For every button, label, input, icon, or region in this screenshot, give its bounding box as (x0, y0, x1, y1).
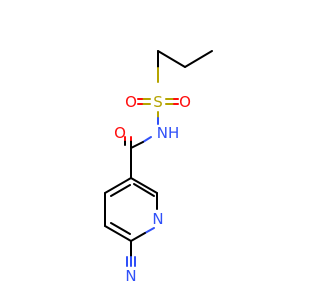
atom-n-pyridine: N (152, 210, 163, 228)
bond-c1-c2 (184, 50, 213, 68)
ring-c4-c3-inner (110, 184, 131, 197)
bond-n-camide-blue (142, 136, 152, 143)
atom-sulfur: S (153, 93, 163, 111)
bond-n-camide (130, 141, 144, 149)
ring-c3-c2 (130, 177, 158, 194)
molecule-diagram: O S O NH O N N (104, 50, 213, 285)
atom-n-nitrile: N (125, 267, 136, 285)
ring-c6-c5-inner (110, 222, 131, 235)
ring-c3-c2-inner (133, 183, 155, 197)
ring-c4-c3 (104, 177, 132, 194)
atom-amide-nh: NH (157, 124, 180, 142)
atom-o-sulfonyl-right: O (179, 93, 191, 111)
atom-o-carbonyl: O (114, 124, 126, 142)
ring-c6-c5 (104, 225, 132, 242)
atom-o-sulfonyl-left: O (125, 93, 137, 111)
ring-n1-c6-blue (144, 227, 155, 234)
ring-n1-c6 (130, 232, 146, 242)
structure-svg: O S O NH O N N (104, 50, 213, 285)
bond-c2-c3 (157, 50, 186, 68)
